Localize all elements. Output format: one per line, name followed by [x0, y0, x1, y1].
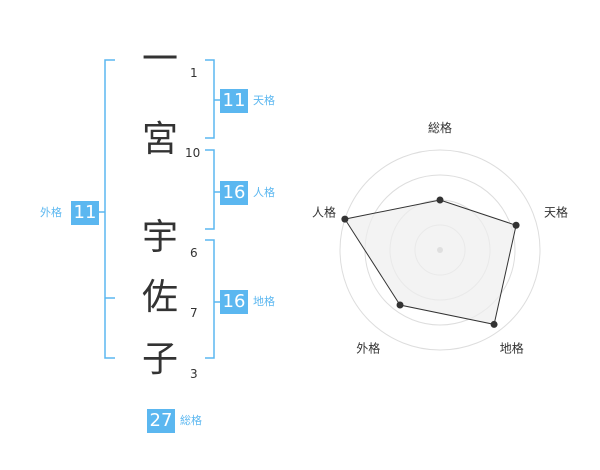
radar-ring-4	[339, 149, 541, 351]
radar-point-5	[341, 215, 349, 223]
radar-label-4: 外格	[356, 341, 380, 356]
tenkaku-label: 天格	[253, 94, 275, 107]
radar-point-4	[396, 301, 404, 309]
jinkaku-label: 人格	[253, 186, 275, 199]
radar-points	[341, 196, 520, 328]
radar-point-1	[436, 196, 444, 204]
jinkaku-badge: 16	[220, 181, 248, 205]
stroke-count-1: 1	[190, 66, 198, 80]
radar-point-2	[512, 221, 520, 229]
name-char-2: 宮	[141, 119, 178, 160]
name-char-3: 宇	[141, 217, 178, 258]
soukaku-badge: 27	[147, 409, 175, 433]
radar-label-1: 総格	[428, 120, 452, 135]
name-char-4: 佐	[141, 277, 178, 318]
name-char-5: 子	[141, 339, 178, 380]
gaikaku-badge: 11	[71, 201, 99, 225]
soukaku-label: 総格	[180, 414, 202, 427]
stroke-count-5: 3	[190, 367, 198, 381]
stroke-count-3: 6	[190, 246, 198, 260]
radar-point-3	[490, 320, 498, 328]
name-char-1: 一	[141, 39, 178, 80]
radar-label-3: 地格	[500, 341, 524, 356]
chikaku-label: 地格	[253, 295, 275, 308]
gaikaku-label: 外格	[40, 206, 62, 219]
stroke-count-2: 10	[185, 146, 201, 160]
tenkaku-badge: 11	[220, 89, 248, 113]
radar-label-2: 天格	[544, 204, 568, 219]
radar-label-5: 人格	[312, 204, 336, 219]
radar-polygon	[344, 199, 517, 325]
chikaku-badge: 16	[220, 290, 248, 314]
stroke-count-4: 7	[190, 306, 198, 320]
